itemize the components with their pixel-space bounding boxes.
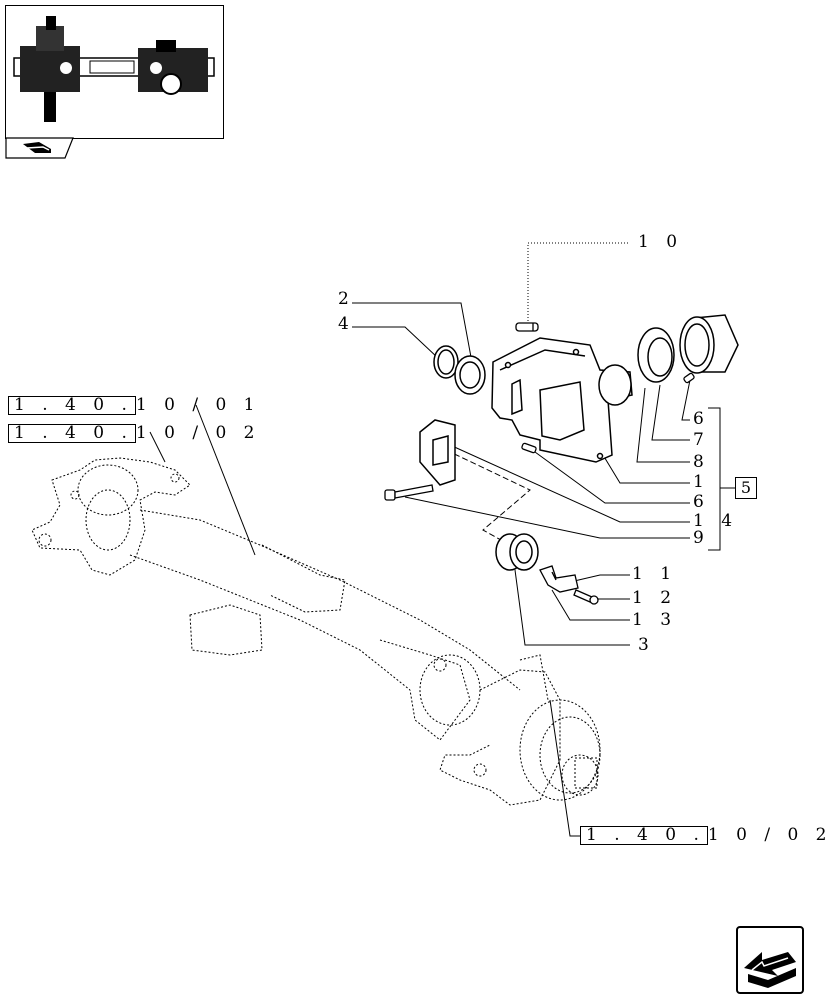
callout-6a: 6 <box>693 409 710 429</box>
leader-9 <box>404 496 690 539</box>
pin-10 <box>515 322 539 332</box>
screw-12 <box>573 589 599 605</box>
leader-7 <box>651 384 690 441</box>
pin-6-upper <box>683 372 695 384</box>
callout-3: 3 <box>638 635 655 655</box>
seal-3 <box>495 533 539 571</box>
callout-7: 7 <box>693 430 710 450</box>
callout-6b: 6 <box>693 492 710 512</box>
prev-page-arrow-icon <box>744 952 796 988</box>
ref-link-1-box: 1 . 4 0 . <box>8 396 136 415</box>
ref-link-1[interactable]: 1 . 4 0 .1 0 / 0 1 <box>8 396 260 415</box>
bushing-7 <box>679 314 739 374</box>
ref-link-2-box: 1 . 4 0 . <box>8 424 136 443</box>
prev-page-button[interactable] <box>736 926 804 994</box>
leader-10 <box>527 242 630 330</box>
ref-link-3[interactable]: 1 . 4 0 .1 0 / 0 2 <box>580 826 832 845</box>
callout-5: 5 <box>740 478 752 497</box>
leader-14 <box>449 444 690 523</box>
leader-8 <box>636 387 690 463</box>
leader-2 <box>352 302 474 369</box>
circlip-ring-4 <box>433 345 459 379</box>
callout-13: 1 3 <box>632 610 678 630</box>
leader-1 <box>599 449 690 484</box>
ref-link-3-tail: 1 0 / 0 2 <box>707 825 832 845</box>
seal-8 <box>637 327 675 383</box>
housing-1 <box>491 337 633 463</box>
bolt-9 <box>384 484 434 501</box>
leader-6a <box>681 379 691 421</box>
leader-ref3 <box>549 699 580 837</box>
ref-link-2[interactable]: 1 . 4 0 .1 0 / 0 2 <box>8 424 260 443</box>
ref-link-3-box: 1 . 4 0 . <box>580 826 708 845</box>
leader-11 <box>569 574 630 583</box>
axle-thumbnail[interactable] <box>5 5 224 139</box>
lock-plate-13 <box>539 565 579 593</box>
leader-6b <box>534 451 690 504</box>
callout-10: 1 0 <box>638 232 684 252</box>
leader-3 <box>514 569 630 646</box>
clamp-14 <box>419 419 456 486</box>
ref-link-2-tail: 1 0 / 0 2 <box>135 423 261 443</box>
callout-4: 4 <box>338 314 355 334</box>
leader-ref1 <box>195 404 256 556</box>
exploded-view-drawing <box>31 242 739 837</box>
callout-8: 8 <box>693 452 710 472</box>
callout-5-box: 5 <box>735 477 757 499</box>
leader-13 <box>551 589 630 621</box>
callout-12: 1 2 <box>632 588 678 608</box>
seal-ring-2 <box>454 355 486 395</box>
pin-6 <box>521 442 537 454</box>
callout-9: 9 <box>693 528 710 548</box>
callout-2: 2 <box>338 289 355 309</box>
ref-link-1-tail: 1 0 / 0 1 <box>135 395 261 415</box>
leader-ref2 <box>149 431 166 463</box>
axle-thumbnail-icon <box>13 16 215 122</box>
section-tab[interactable] <box>5 137 75 159</box>
bracket-5 <box>708 407 721 551</box>
callout-1: 1 <box>693 472 710 492</box>
folder-book-icon <box>5 137 74 159</box>
axle-housing-ghost <box>31 457 601 806</box>
leader-4 <box>352 326 439 359</box>
callout-14: 1 4 <box>693 511 739 531</box>
callout-11: 1 1 <box>632 564 678 584</box>
